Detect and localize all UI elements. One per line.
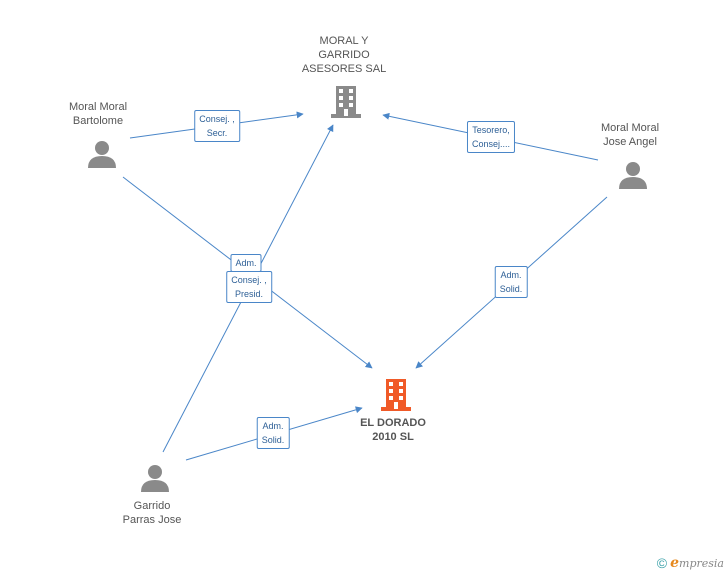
node-label-line: Bartolome	[72, 115, 124, 127]
edge-label-jose-moral[interactable]: Tesorero, Consej....	[466, 121, 516, 153]
person-icon	[141, 465, 169, 492]
node-label-line: Moral Moral	[68, 101, 128, 113]
node-label-line: Parras Jose	[122, 514, 182, 526]
node-label-line: MORAL Y	[319, 35, 369, 47]
person-icon	[619, 162, 647, 189]
edge-label-line: Tesorero,	[472, 125, 510, 135]
edge-label-line: Adm.	[500, 270, 522, 280]
edge-label-line: Solid.	[499, 284, 523, 294]
edge-label-line: Adm.	[262, 421, 284, 431]
node-label-line: Jose Angel	[603, 136, 657, 148]
node-label-parras[interactable]: Garrido Parras Jose	[123, 499, 182, 527]
edges-layer	[122, 111, 608, 461]
edge-label-jose-dorado[interactable]: Adm. Solid.	[494, 266, 528, 298]
edge-label-line: Consej. ,	[231, 275, 267, 285]
edge-label-line: Secr.	[206, 128, 228, 138]
node-label-line: GARRIDO	[318, 49, 370, 61]
node-label-el-dorado[interactable]: EL DORADO 2010 SL	[360, 416, 426, 444]
building-icon	[331, 86, 361, 118]
edge-label-line: Solid.	[261, 435, 285, 445]
edge-label-line: Adm.	[235, 258, 257, 268]
edge-label-line: Consej....	[471, 139, 511, 149]
node-label-jose-angel[interactable]: Moral Moral Jose Angel	[601, 121, 659, 149]
node-label-line: Garrido	[133, 500, 171, 512]
brand-footer[interactable]: © empresia	[657, 555, 724, 571]
node-label-line: ASESORES SAL	[301, 63, 387, 75]
brand-logo: empresia	[670, 555, 724, 571]
brand-name: mpresia	[679, 557, 724, 570]
edge-label-line: Presid.	[234, 289, 263, 299]
edge-label-bartolome-dorado[interactable]: Adm.	[230, 254, 262, 272]
node-label-moral-garrido[interactable]: MORAL Y GARRIDO ASESORES SAL	[302, 34, 386, 76]
node-label-line: Moral Moral	[600, 122, 660, 134]
person-icon	[88, 141, 116, 168]
edge-label-bartolome-moral[interactable]: Consej. , Secr.	[194, 110, 240, 142]
copyright-icon: ©	[656, 555, 668, 571]
brand-initial: e	[670, 555, 680, 571]
edge-label-parras-dorado[interactable]: Adm. Solid.	[256, 417, 290, 449]
node-label-bartolome[interactable]: Moral Moral Bartolome	[69, 100, 127, 128]
edge-label-line: Consej. ,	[199, 114, 235, 124]
building-icon	[381, 379, 411, 411]
node-label-line: 2010 SL	[372, 431, 414, 443]
node-label-line: EL DORADO	[360, 417, 426, 429]
edge-label-parras-moral[interactable]: Consej. , Presid.	[226, 271, 272, 303]
